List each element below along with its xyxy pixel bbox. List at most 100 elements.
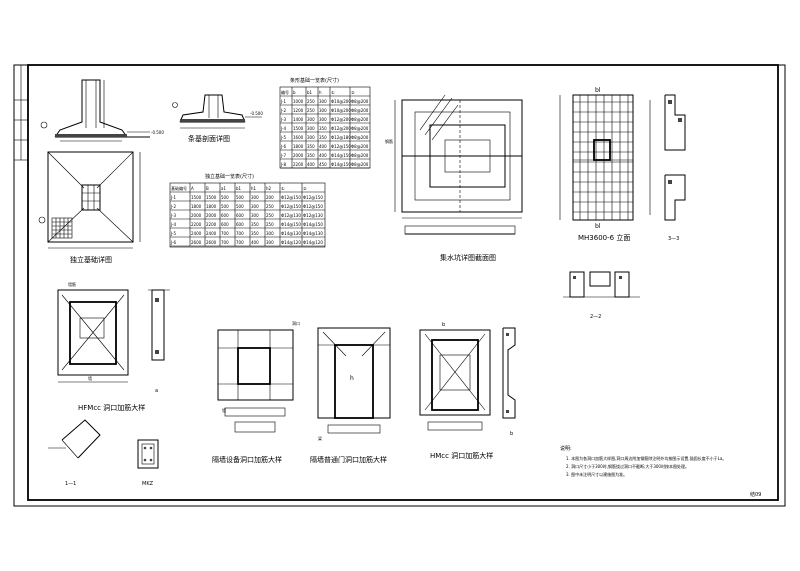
pad-table-cell-5-5: 350 [251,231,259,236]
pad-table-cell-5-3: 700 [221,231,229,236]
bl-label-top: bl [595,87,601,94]
label-beam-door: 梁 [318,435,322,441]
pad-table-cell-6-6: 300 [266,240,274,245]
notes-title: 说明: [560,445,572,452]
strip-table-cell-2-2: 250 [307,108,315,113]
pad-table-cell-3-6: 250 [266,213,274,218]
pad-table-cell-3-4: 600 [236,213,244,218]
label-opening-eq: 洞口 [292,320,300,326]
strip-table-cell-6-5: Φ8@200 [351,144,369,149]
caption-section-11: 1—1 [65,481,76,487]
pad-table-cell-4-2: 2200 [206,222,217,227]
strip-table-cell-1-5: Φ8@200 [351,99,369,104]
pad-table-cell-3-2: 2000 [206,213,217,218]
caption-section-b: b [510,431,513,437]
pad-table-cell-2-6: 250 [266,204,274,209]
strip-table-cell-1-0: J-1 [280,99,286,104]
strip-table-cell-5-3: 350 [319,135,327,140]
strip-table-cell-5-5: Φ8@200 [351,135,369,140]
strip-table-header-0-5: ② [351,90,355,95]
pad-table-cell-5-1: 2400 [191,231,202,236]
pad-table-cell-1-1: 1500 [191,195,202,200]
pad-table-cell-4-5: 350 [251,222,259,227]
bl-label-bottom: bl [595,223,601,230]
mh-elevation: bl bl MH3600-6 立面 [559,87,634,242]
strip-table-cell-8-0: J-8 [280,162,286,167]
pad-table-cell-5-2: 2400 [206,231,217,236]
pad-table-caption: 独立基础一览表(尺寸) [205,173,254,180]
strip-table-cell-3-3: 300 [319,117,327,122]
strip-table-cell-2-1: 1200 [293,108,304,113]
strip-table-cell-4-1: 1500 [293,126,304,131]
pad-table-cell-2-2: 1800 [206,204,217,209]
strip-table-cell-7-3: 400 [319,153,327,158]
label-wall-left: 墙 [88,375,92,381]
pad-table-cell-6-2: 2600 [206,240,217,245]
pad-table-cell-6-4: 700 [236,240,244,245]
outer-frame [13,64,786,507]
strip-table-caption: 条形基础一览表(尺寸) [290,77,339,84]
pad-table-cell-1-4: 500 [236,195,244,200]
label-h-door: h [350,375,354,382]
pad-table-cell-1-0: J-1 [170,195,176,200]
pad-table-cell-3-1: 2000 [191,213,202,218]
pad-table-cell-6-0: J-6 [170,240,176,245]
pad-table-cell-2-3: 500 [221,204,229,209]
pad-table-cell-1-5: 300 [251,195,259,200]
pad-table-cell-5-0: J-5 [170,231,176,236]
strip-table-cell-2-5: Φ8@200 [351,108,369,113]
strip-table-cell-2-3: 300 [319,108,327,113]
strip-table-cell-8-4: Φ14@150 [331,162,351,167]
pad-table-cell-2-4: 500 [236,204,244,209]
caption-equipment-opening: 隔墙设备洞口加筋大样 [212,455,282,464]
hmcc-right-detail: b HMcc 洞口加筋大样 [419,322,493,460]
footing-plan: 独立基础详图 [38,151,141,264]
strip-table-cell-4-2: 300 [307,126,315,131]
strip-table-cell-4-5: Φ8@200 [351,126,369,131]
hfmcc-left-detail: 墙 墙筋 HFMcc 洞口加筋大样 [57,281,145,412]
strip-table-cell-8-1: 2200 [293,162,304,167]
caption-section-33: 3—3 [668,236,679,242]
strip-table-cell-5-2: 300 [307,135,315,140]
notes-line-3: 3. 图中未注明尺寸以建施图为准。 [566,471,627,477]
strip-table-cell-7-1: 2000 [293,153,304,158]
pad-table-header-0-6: h2 [266,186,272,191]
strip-table-cell-3-4: Φ12@200 [331,117,351,122]
strip-table-cell-3-5: Φ8@200 [351,117,369,122]
pad-table-header-0-7: ① [281,186,285,191]
pit-section: 集水坑详图截面图 钢筋 [385,94,523,262]
strip-table-cell-5-1: 1600 [293,135,304,140]
caption-column-footing-plan: 独立基础详图 [70,255,112,264]
left-title-strip [14,65,28,161]
pad-table-header-0-5: h1 [251,186,257,191]
label-rebar-left: 墙筋 [68,281,76,287]
strip-table-header-0-3: h [319,90,322,95]
equipment-opening-detail: 墙 洞口 隔墙设备洞口加筋大样 [212,320,300,464]
pad-table-cell-6-5: 400 [251,240,259,245]
door-opening-detail: h 梁 隔墙普通门洞口加筋大样 [310,327,391,464]
pad-table-cell-2-5: 300 [251,204,259,209]
pad-table-cell-3-8: Φ12@130 [303,213,323,218]
notes-line-1: 1. 本图为各洞口加筋大样图,洞口周边附加钢筋除注明外均按图示设置,锚固长度不小… [566,455,726,461]
wall-footing-section: -0.500 条基剖面详图 [172,94,263,143]
strip-table-cell-4-0: J-4 [280,126,286,131]
mkz-detail: MKZ [137,439,159,487]
pad-table-header-0-3: a1 [221,186,226,191]
pad-table-cell-6-1: 2600 [191,240,202,245]
pad-table-cell-4-8: Φ14@150 [303,222,323,227]
notes-block: 说明: 1. 本图为各洞口加筋大样图,洞口周边附加钢筋除注明外均按图示设置,锚固… [560,445,726,477]
inner-frame [27,64,779,501]
pad-table-header-0-2: B [206,186,209,191]
strip-table-cell-3-0: J-3 [280,117,286,122]
caption-hfmcc-left: HFMcc 洞口加筋大样 [78,403,145,412]
section-a-detail: a [148,289,170,394]
drawing-number: 结09 [750,491,761,498]
section-22-detail: 2—2 [563,271,640,320]
pad-table-cell-4-1: 2200 [191,222,202,227]
section-detail-right: 3—3 [649,94,686,242]
pad-table-cell-6-3: 700 [221,240,229,245]
elevation-label: -0.500 [151,130,164,135]
